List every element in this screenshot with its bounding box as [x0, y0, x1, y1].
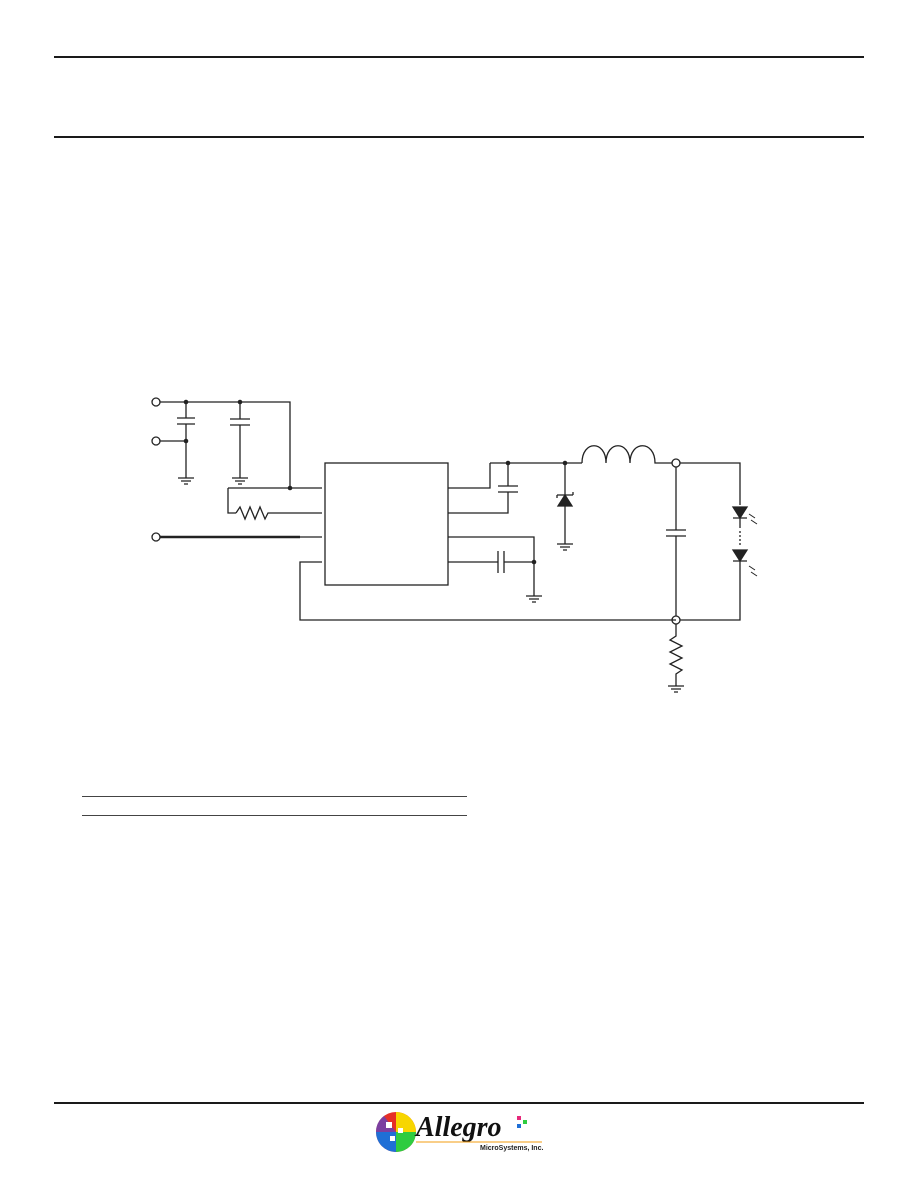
inductor-l1 [581, 445, 672, 464]
feedback-wire [299, 561, 676, 621]
logo-color-disc [376, 1112, 416, 1152]
resistor-r1 [235, 505, 322, 521]
header-rule-top [54, 56, 864, 58]
resistor-loop-wire [227, 487, 322, 514]
capacitor-c2 [230, 402, 250, 485]
input-terminal-3 [151, 532, 161, 542]
capacitor-output [666, 529, 686, 616]
led-1 [731, 506, 758, 528]
ground-symbol-comp [526, 562, 542, 603]
led-2 [680, 549, 758, 621]
sense-resistor [668, 624, 684, 686]
logo-accent-squares [517, 1116, 527, 1128]
ic-pin-sw [448, 463, 491, 489]
capacitor-comp [497, 551, 534, 573]
output-wire [680, 462, 741, 505]
capacitor-boot [498, 463, 518, 493]
junction-dots [183, 399, 568, 565]
logo-wordmark: Allegro [414, 1112, 502, 1143]
logo-tagline: MicroSystems, Inc. [480, 1145, 543, 1152]
allegro-logo: Allegro MicroSystems, Inc. [376, 1112, 543, 1152]
header-rule-bottom [54, 136, 864, 138]
circuit-schematic [151, 397, 758, 693]
capacitor-c1 [177, 402, 195, 485]
schottky-diode [556, 463, 574, 551]
input-terminal-1 [151, 397, 161, 407]
supply-rail [160, 401, 291, 488]
input-terminal-2 [151, 436, 161, 446]
ground-symbol-sense [668, 685, 684, 693]
footer-rule [54, 1102, 864, 1104]
table-rule-bottom [82, 815, 467, 816]
ic-pin-gnd-wire [448, 536, 535, 561]
table-rule-top [82, 796, 467, 797]
ic-pin-boot [448, 492, 509, 514]
output-node [671, 458, 681, 468]
ic-body [324, 462, 449, 586]
